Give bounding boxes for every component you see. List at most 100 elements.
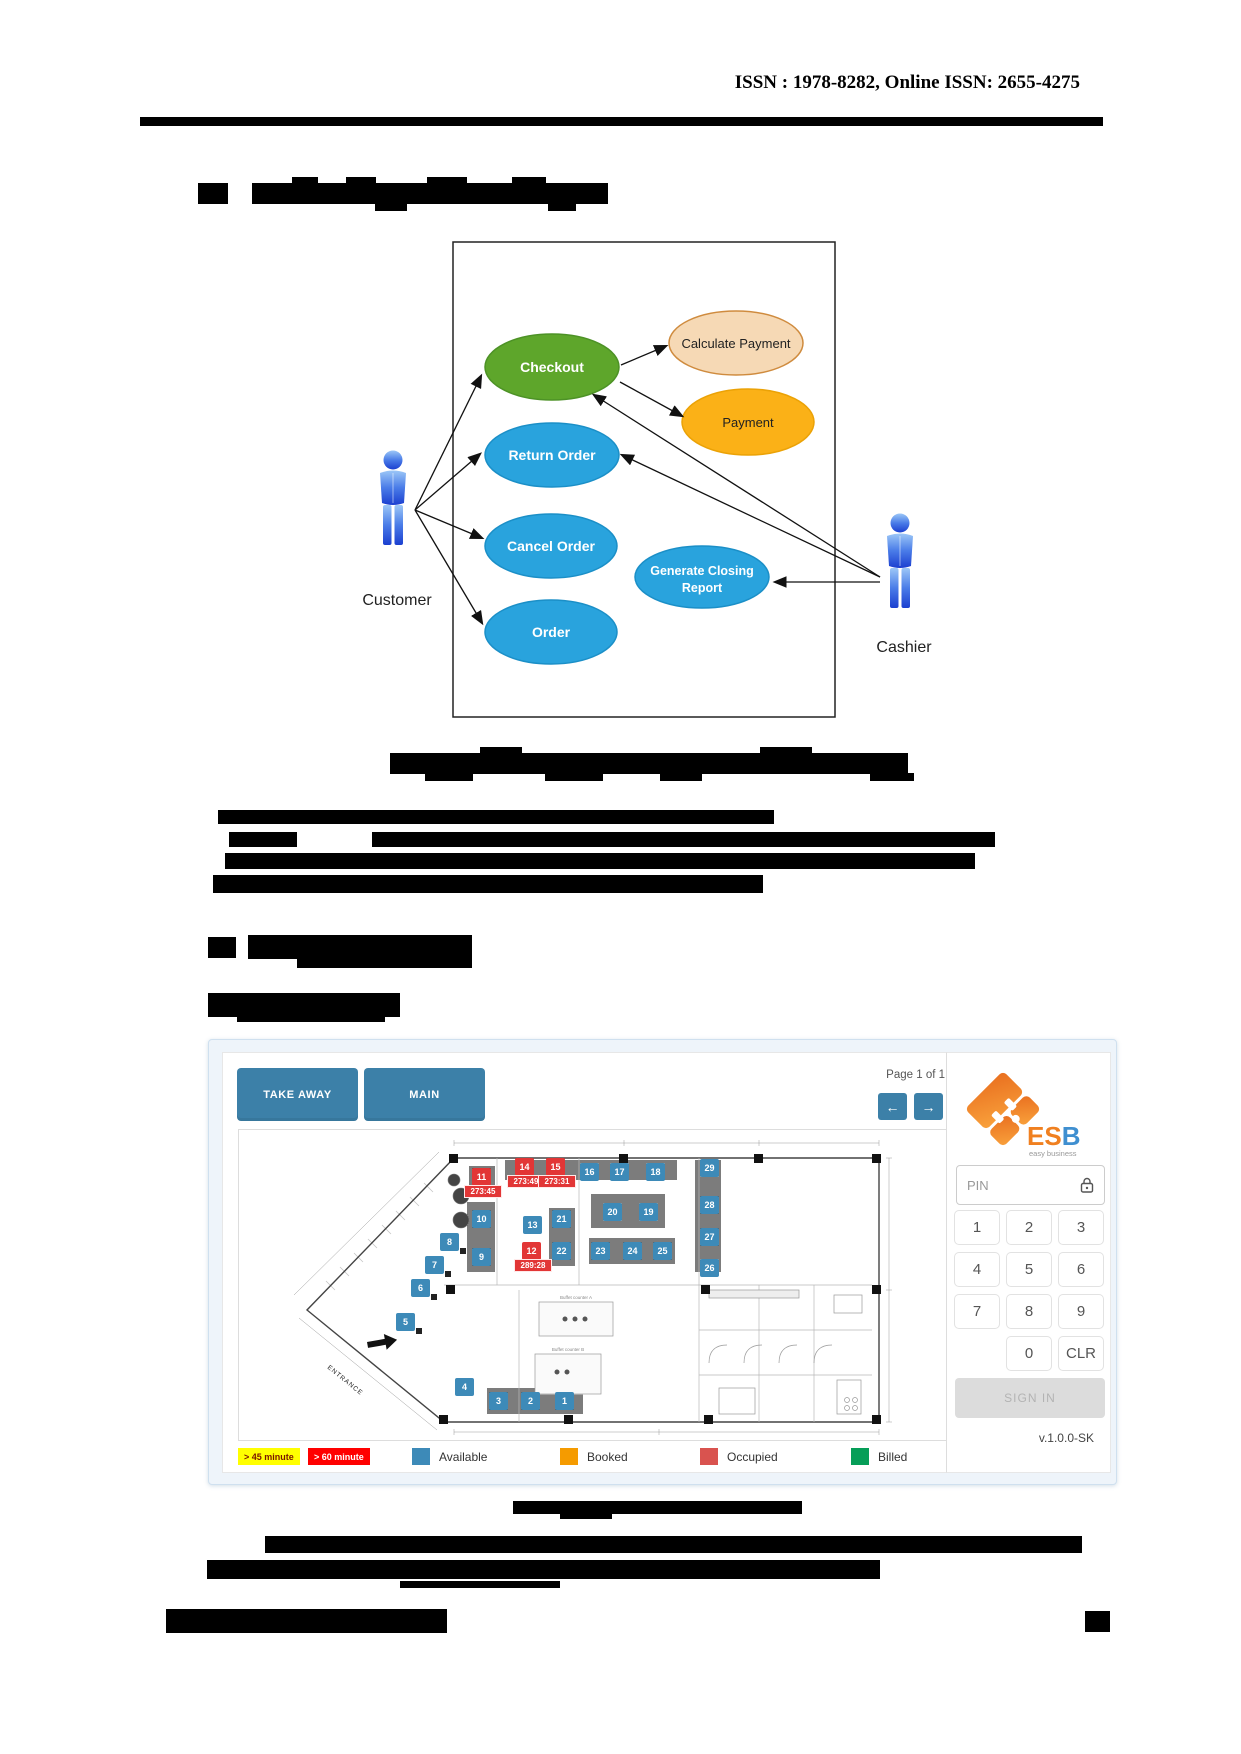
keypad-key-4[interactable]: 4 [954,1252,1000,1287]
legend-badge-0: > 45 minute [238,1448,300,1465]
table-chip-21[interactable]: 21 [552,1210,571,1228]
table-chip-23[interactable]: 23 [591,1242,610,1260]
usecase-payment [681,388,815,456]
table-chip-2[interactable]: 2 [521,1392,540,1410]
esb-logo-text-es: ES [1027,1121,1062,1151]
usecase-payment-label: Payment [722,415,774,430]
usecase-generate-closing-report [634,545,770,609]
entrance-arrow-icon [367,1333,398,1350]
keypad-key-3[interactable]: 3 [1058,1210,1104,1245]
esb-logo-mark [966,1072,1040,1146]
redacted-paragraph-line [225,853,975,869]
issn-header: ISSN : 1978-8282, Online ISSN: 2655-4275 [734,72,1080,93]
redacted-paragraph-line [229,832,297,847]
keypad-key-6[interactable]: 6 [1058,1252,1104,1287]
table-chip-3[interactable]: 3 [489,1392,508,1410]
table-chip-25[interactable]: 25 [653,1242,672,1260]
entrance-label: ENTRANCE [326,1364,364,1397]
keypad-key-5[interactable]: 5 [1006,1252,1052,1287]
redacted-heading-1 [512,177,546,184]
legend-item-3: Booked [560,1448,628,1465]
esb-logo-tagline: easy business [1029,1149,1077,1158]
keypad-key-0[interactable]: 0 [1006,1336,1052,1371]
redacted-heading-1 [548,203,576,211]
table-chip-18[interactable]: 18 [646,1163,665,1181]
table-chip-15[interactable]: 15 [546,1158,565,1176]
legend-item-2: Available [412,1448,487,1465]
keypad-key-1[interactable]: 1 [954,1210,1000,1245]
keypad-key-CLR[interactable]: CLR [1058,1336,1104,1371]
redacted-subheading [208,993,400,1017]
prev-page-button[interactable]: ← [878,1093,907,1120]
lock-icon [1080,1177,1094,1193]
table-chip-10[interactable]: 10 [472,1210,491,1228]
pin-input[interactable]: PIN [956,1165,1105,1205]
header-rule [140,117,1103,126]
usecase-checkout [484,333,620,401]
usecase-order [484,599,618,665]
usecase-return-order-label: Return Order [508,447,596,463]
table-chip-11[interactable]: 11 [472,1168,491,1186]
actor-customer-label: Customer [362,592,432,609]
redacted-figure1-caption [760,747,812,754]
table-timer-15: 273:31 [538,1175,576,1188]
actor-cashier-label: Cashier [876,639,932,656]
redacted-page-number [1085,1611,1110,1632]
keypad-key-8[interactable]: 8 [1006,1294,1052,1329]
redacted-heading-1 [427,177,467,184]
redacted-figure1-caption [425,773,473,781]
usecase-calculate-payment [668,310,804,376]
table-chip-8[interactable]: 8 [440,1233,459,1251]
keypad-key-9[interactable]: 9 [1058,1294,1104,1329]
use-case-diagram: Checkout Calculate Payment Payment Retur… [362,241,932,718]
table-chip-6[interactable]: 6 [411,1279,430,1297]
table-chip-19[interactable]: 19 [639,1203,658,1221]
buffet-a-label: Buffet counter A [560,1295,592,1300]
arrow-right-icon: → [921,1098,936,1115]
redacted-heading-1 [375,203,407,211]
keypad-key-2[interactable]: 2 [1006,1210,1052,1245]
usecase-cancel-order [484,513,618,579]
table-chip-5[interactable]: 5 [396,1313,415,1331]
table-chip-16[interactable]: 16 [580,1163,599,1181]
sign-in-button[interactable]: SIGN IN [955,1378,1105,1418]
redacted-heading-2 [248,935,472,959]
table-chip-7[interactable]: 7 [425,1256,444,1274]
next-page-button[interactable]: → [914,1093,943,1120]
system-boundary-box [452,241,836,718]
esb-logo-text-b: B [1062,1121,1081,1151]
redacted-figure1-caption [545,773,603,781]
pin-placeholder: PIN [967,1177,989,1193]
table-chip-1[interactable]: 1 [555,1392,574,1410]
table-chip-24[interactable]: 24 [623,1242,642,1260]
redacted-heading-1 [346,177,376,184]
legend-label: Available [439,1449,488,1464]
keypad-key-7[interactable]: 7 [954,1294,1000,1329]
table-chip-9[interactable]: 9 [472,1248,491,1266]
take-away-button[interactable]: TAKE AWAY [237,1068,358,1121]
table-chip-22[interactable]: 22 [552,1242,571,1260]
main-button[interactable]: MAIN [364,1068,485,1121]
legend-label: Billed [878,1449,908,1464]
arrow-left-icon: ← [885,1098,900,1115]
table-chip-12[interactable]: 12 [522,1242,541,1260]
table-chip-26[interactable]: 26 [700,1259,719,1277]
table-chip-29[interactable]: 29 [700,1159,719,1177]
usecase-cancel-order-label: Cancel Order [507,538,595,554]
floorplan: Buffet counter A Buffet counter B [238,1129,949,1441]
table-chip-4[interactable]: 4 [455,1378,474,1396]
table-chip-13[interactable]: 13 [523,1216,542,1234]
redacted-subheading [237,1017,385,1022]
table-chip-17[interactable]: 17 [610,1163,629,1181]
table-chip-27[interactable]: 27 [700,1228,719,1246]
table-chip-14[interactable]: 14 [515,1158,534,1176]
legend-swatch [700,1448,718,1465]
table-chip-28[interactable]: 28 [700,1196,719,1214]
redacted-paragraph-line [372,832,995,847]
table-chip-20[interactable]: 20 [603,1203,622,1221]
redacted-heading-2 [297,959,472,968]
